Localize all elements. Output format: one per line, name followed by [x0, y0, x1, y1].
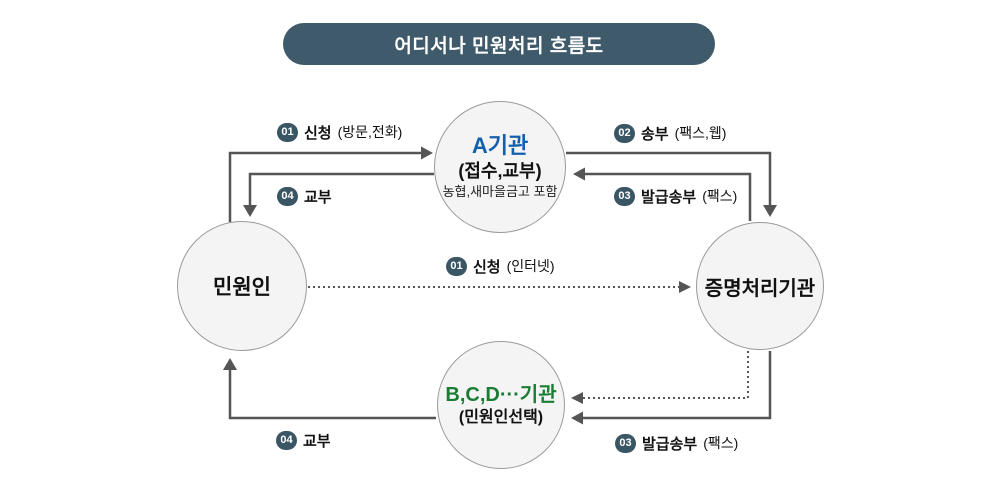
arrowhead-issue-top	[243, 205, 257, 217]
arrow-apply-visit	[228, 151, 421, 222]
arrowhead-apply-visit	[421, 146, 433, 160]
step-badge-04: 04	[276, 430, 297, 450]
node-applicant-label: 민원인	[213, 276, 271, 299]
edge-label-apply-internet: 01 신청 (인터넷)	[446, 256, 555, 276]
node-applicant: 민원인	[177, 221, 307, 351]
node-agency-bcd-subtitle: (민원인선택)	[458, 408, 544, 426]
node-agency-a-subtitle: (접수,교부)	[458, 160, 542, 181]
edge-label-text: 발급송부	[642, 435, 698, 453]
edge-label-text: 신청	[304, 124, 332, 142]
arrow-send	[566, 151, 772, 205]
edge-label-issue-top: 04 교부	[277, 186, 332, 206]
arrow-issue-send-bottom	[583, 351, 772, 420]
step-badge-01: 01	[277, 122, 298, 142]
step-badge-02: 02	[614, 123, 635, 143]
edge-label-issue-bottom: 04 교부	[276, 430, 331, 450]
edge-label-text: 교부	[304, 188, 332, 206]
arrow-forward-dotted	[583, 351, 749, 399]
edge-label-detail: (인터넷)	[506, 258, 555, 274]
arrowhead-issue-bottom	[223, 358, 237, 370]
edge-label-detail: (팩스)	[703, 435, 739, 451]
node-agency-bcd: B,C,D···기관 (민원인선택)	[437, 341, 565, 469]
node-agency-bcd-title: B,C,D···기관	[445, 383, 557, 406]
arrowhead-send	[763, 205, 777, 217]
node-cert-agency: 증명처리기관	[696, 222, 824, 350]
edge-label-text: 발급송부	[641, 188, 697, 206]
edge-label-detail: (방문,전화)	[337, 124, 403, 140]
arrow-issue-bottom	[228, 370, 436, 420]
edge-label-send: 02 송부 (팩스,웹)	[614, 123, 726, 143]
diagram-title: 어디서나 민원처리 흐름도	[283, 23, 715, 65]
step-badge-04: 04	[277, 186, 298, 206]
edge-label-text: 교부	[303, 432, 331, 450]
arrow-issue-send-top	[585, 172, 752, 221]
arrowhead-apply-internet	[679, 281, 691, 293]
step-badge-03: 03	[615, 433, 636, 453]
arrowhead-forward-dotted	[571, 392, 583, 404]
node-agency-a-title: A기관	[471, 133, 529, 159]
step-badge-01: 01	[446, 256, 467, 276]
edge-label-detail: (팩스,웹)	[674, 125, 727, 141]
node-agency-a: A기관 (접수,교부) 농협,새마을금고 포함	[434, 101, 566, 233]
node-cert-agency-label: 증명처리기관	[704, 277, 816, 300]
edge-label-issue-send-bottom: 03 발급송부 (팩스)	[615, 433, 738, 453]
step-badge-03: 03	[614, 186, 635, 206]
arrowhead-issue-send-bottom	[571, 411, 583, 425]
node-agency-a-note: 농협,새마을금고 포함	[442, 184, 558, 200]
edge-label-text: 송부	[641, 125, 669, 143]
edge-label-issue-send-top: 03 발급송부 (팩스)	[614, 186, 737, 206]
arrowhead-issue-send-top	[573, 167, 585, 181]
arrow-issue-top	[248, 172, 434, 205]
edge-label-text: 신청	[473, 258, 501, 276]
edge-label-detail: (팩스)	[702, 188, 738, 204]
edge-label-apply-visit: 01 신청 (방문,전화)	[277, 122, 402, 142]
